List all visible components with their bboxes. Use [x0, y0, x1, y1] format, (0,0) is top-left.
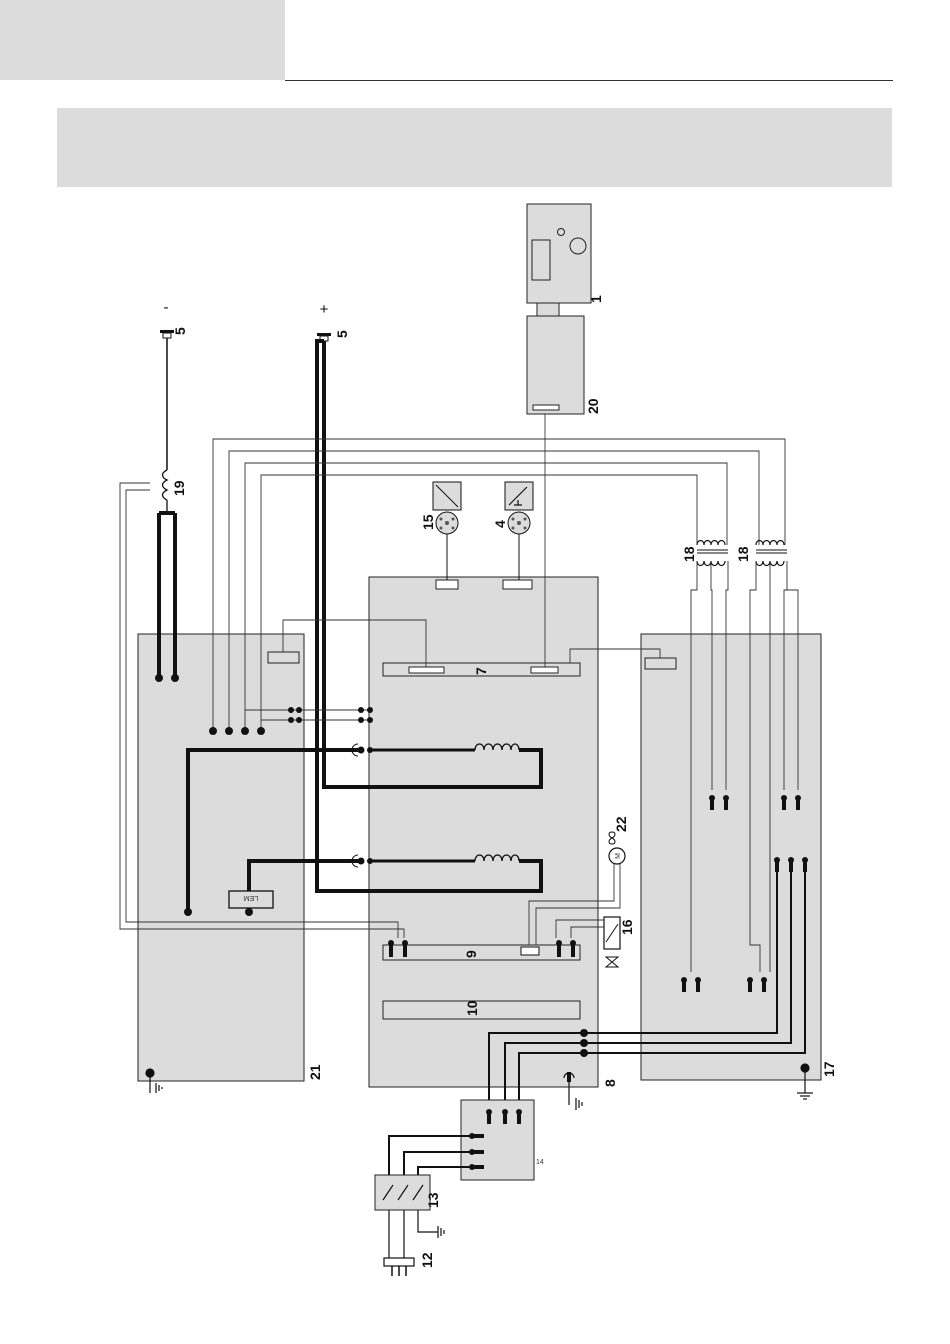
label-control-board: 7: [473, 667, 489, 675]
right-module-box: [641, 634, 821, 1080]
left-output-terminal-b: [245, 908, 253, 916]
pressure-sensor-icon: [505, 482, 533, 580]
interface-connector: [533, 405, 559, 410]
control-board-connector-a: [409, 667, 444, 673]
label-transformer-2: 18: [735, 546, 751, 562]
connection-board-box: [383, 945, 580, 960]
label-fan-motor: 22: [613, 816, 629, 832]
inductor-terminal-b: [171, 674, 179, 682]
mains-plug: [384, 1258, 414, 1276]
label-power-module: 8: [602, 1079, 618, 1087]
positive-polarity-sign: +: [320, 301, 329, 318]
label-mains-plug: 12: [419, 1252, 435, 1268]
label-connection-board: 9: [463, 950, 479, 958]
label-left-module: 21: [307, 1064, 323, 1080]
label-pump-symbol: 15: [420, 514, 436, 530]
label-interface-board: 20: [585, 398, 601, 414]
output-inductor-coil: [163, 470, 168, 500]
label-transformer-1: 18: [681, 546, 697, 562]
terminal-block-id: 14: [536, 1159, 544, 1166]
sensor-connector: [503, 580, 532, 589]
label-filter-board: 10: [464, 1000, 480, 1016]
fan-motor-icon: M: [609, 832, 625, 864]
label-right-module: 17: [821, 1061, 837, 1077]
left-module-box: [138, 634, 304, 1081]
label-output-inductor: 19: [171, 480, 187, 496]
filter-board-box: [383, 1001, 580, 1019]
label-main-switch: 13: [425, 1192, 441, 1208]
mains-junctions: [580, 1029, 588, 1057]
pump-symbol-icon: [433, 482, 461, 580]
control-board-connector-b: [531, 667, 558, 673]
transformer-1: [697, 541, 728, 566]
negative-polarity-sign: -: [164, 299, 169, 316]
right-module-connector: [645, 658, 676, 669]
pump-connector: [436, 580, 458, 589]
left-output-terminal-a: [184, 908, 192, 916]
label-output-terminal-pos: 5: [334, 330, 350, 338]
interface-board-box: [527, 316, 584, 414]
current-sensor-text: LEM: [244, 894, 259, 901]
left-module-connector: [268, 652, 299, 663]
label-video-monitor: 1: [588, 295, 604, 303]
label-output-terminal-neg: 5: [172, 327, 188, 335]
transformer-2: [756, 541, 787, 566]
gas-valve-icon: [604, 917, 620, 967]
label-gas-valve: 16: [619, 919, 635, 935]
plug-leads: [389, 1210, 438, 1258]
fan-motor-letter: M: [615, 853, 622, 859]
inductor-terminal-a: [155, 674, 163, 682]
monitor-screen: [532, 240, 550, 280]
switch-feed-wires: [389, 1136, 472, 1175]
ground-mains: [438, 1226, 444, 1238]
fan-connector: [521, 947, 539, 955]
label-pressure-sensor: 4: [492, 520, 508, 528]
